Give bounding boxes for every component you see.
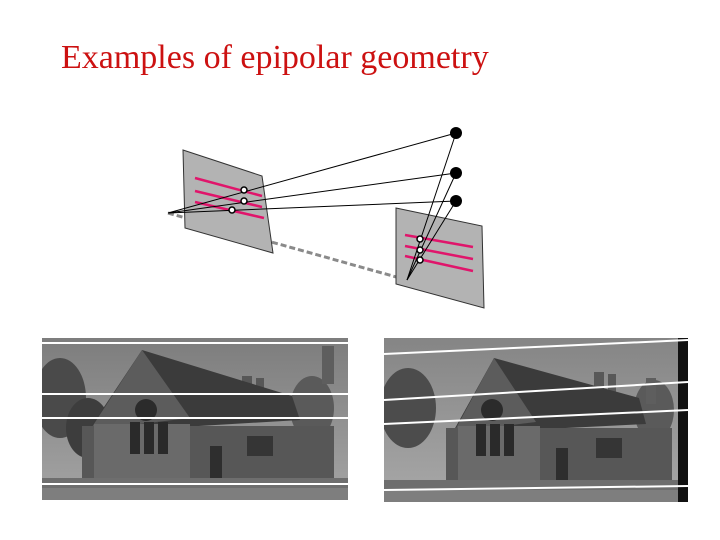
image-point-icon (416, 235, 424, 243)
scene-point-icon (450, 167, 462, 179)
slide-title: Examples of epipolar geometry (61, 39, 489, 76)
right-rays (406, 132, 457, 281)
left-photo-epipolar-lines (42, 342, 348, 485)
right-photo-drawing (384, 338, 688, 502)
right-image-plane (395, 207, 485, 309)
image-point-icon (228, 206, 236, 214)
image-point-icon (416, 246, 424, 254)
right-image-points (416, 235, 424, 264)
image-point-icon (240, 197, 248, 205)
scene-points (450, 127, 462, 207)
left-image-points (228, 186, 248, 214)
left-image-plane (182, 149, 274, 254)
left-photo (42, 338, 348, 500)
epipolar-diagram (167, 127, 485, 309)
left-photo-drawing (42, 338, 348, 500)
scene-point-icon (450, 127, 462, 139)
right-photo (384, 338, 688, 502)
scene-point-icon (450, 195, 462, 207)
image-point-icon (416, 256, 424, 264)
right-photo-epipolar-lines (384, 339, 688, 491)
left-rays (167, 132, 457, 214)
image-point-icon (240, 186, 248, 194)
